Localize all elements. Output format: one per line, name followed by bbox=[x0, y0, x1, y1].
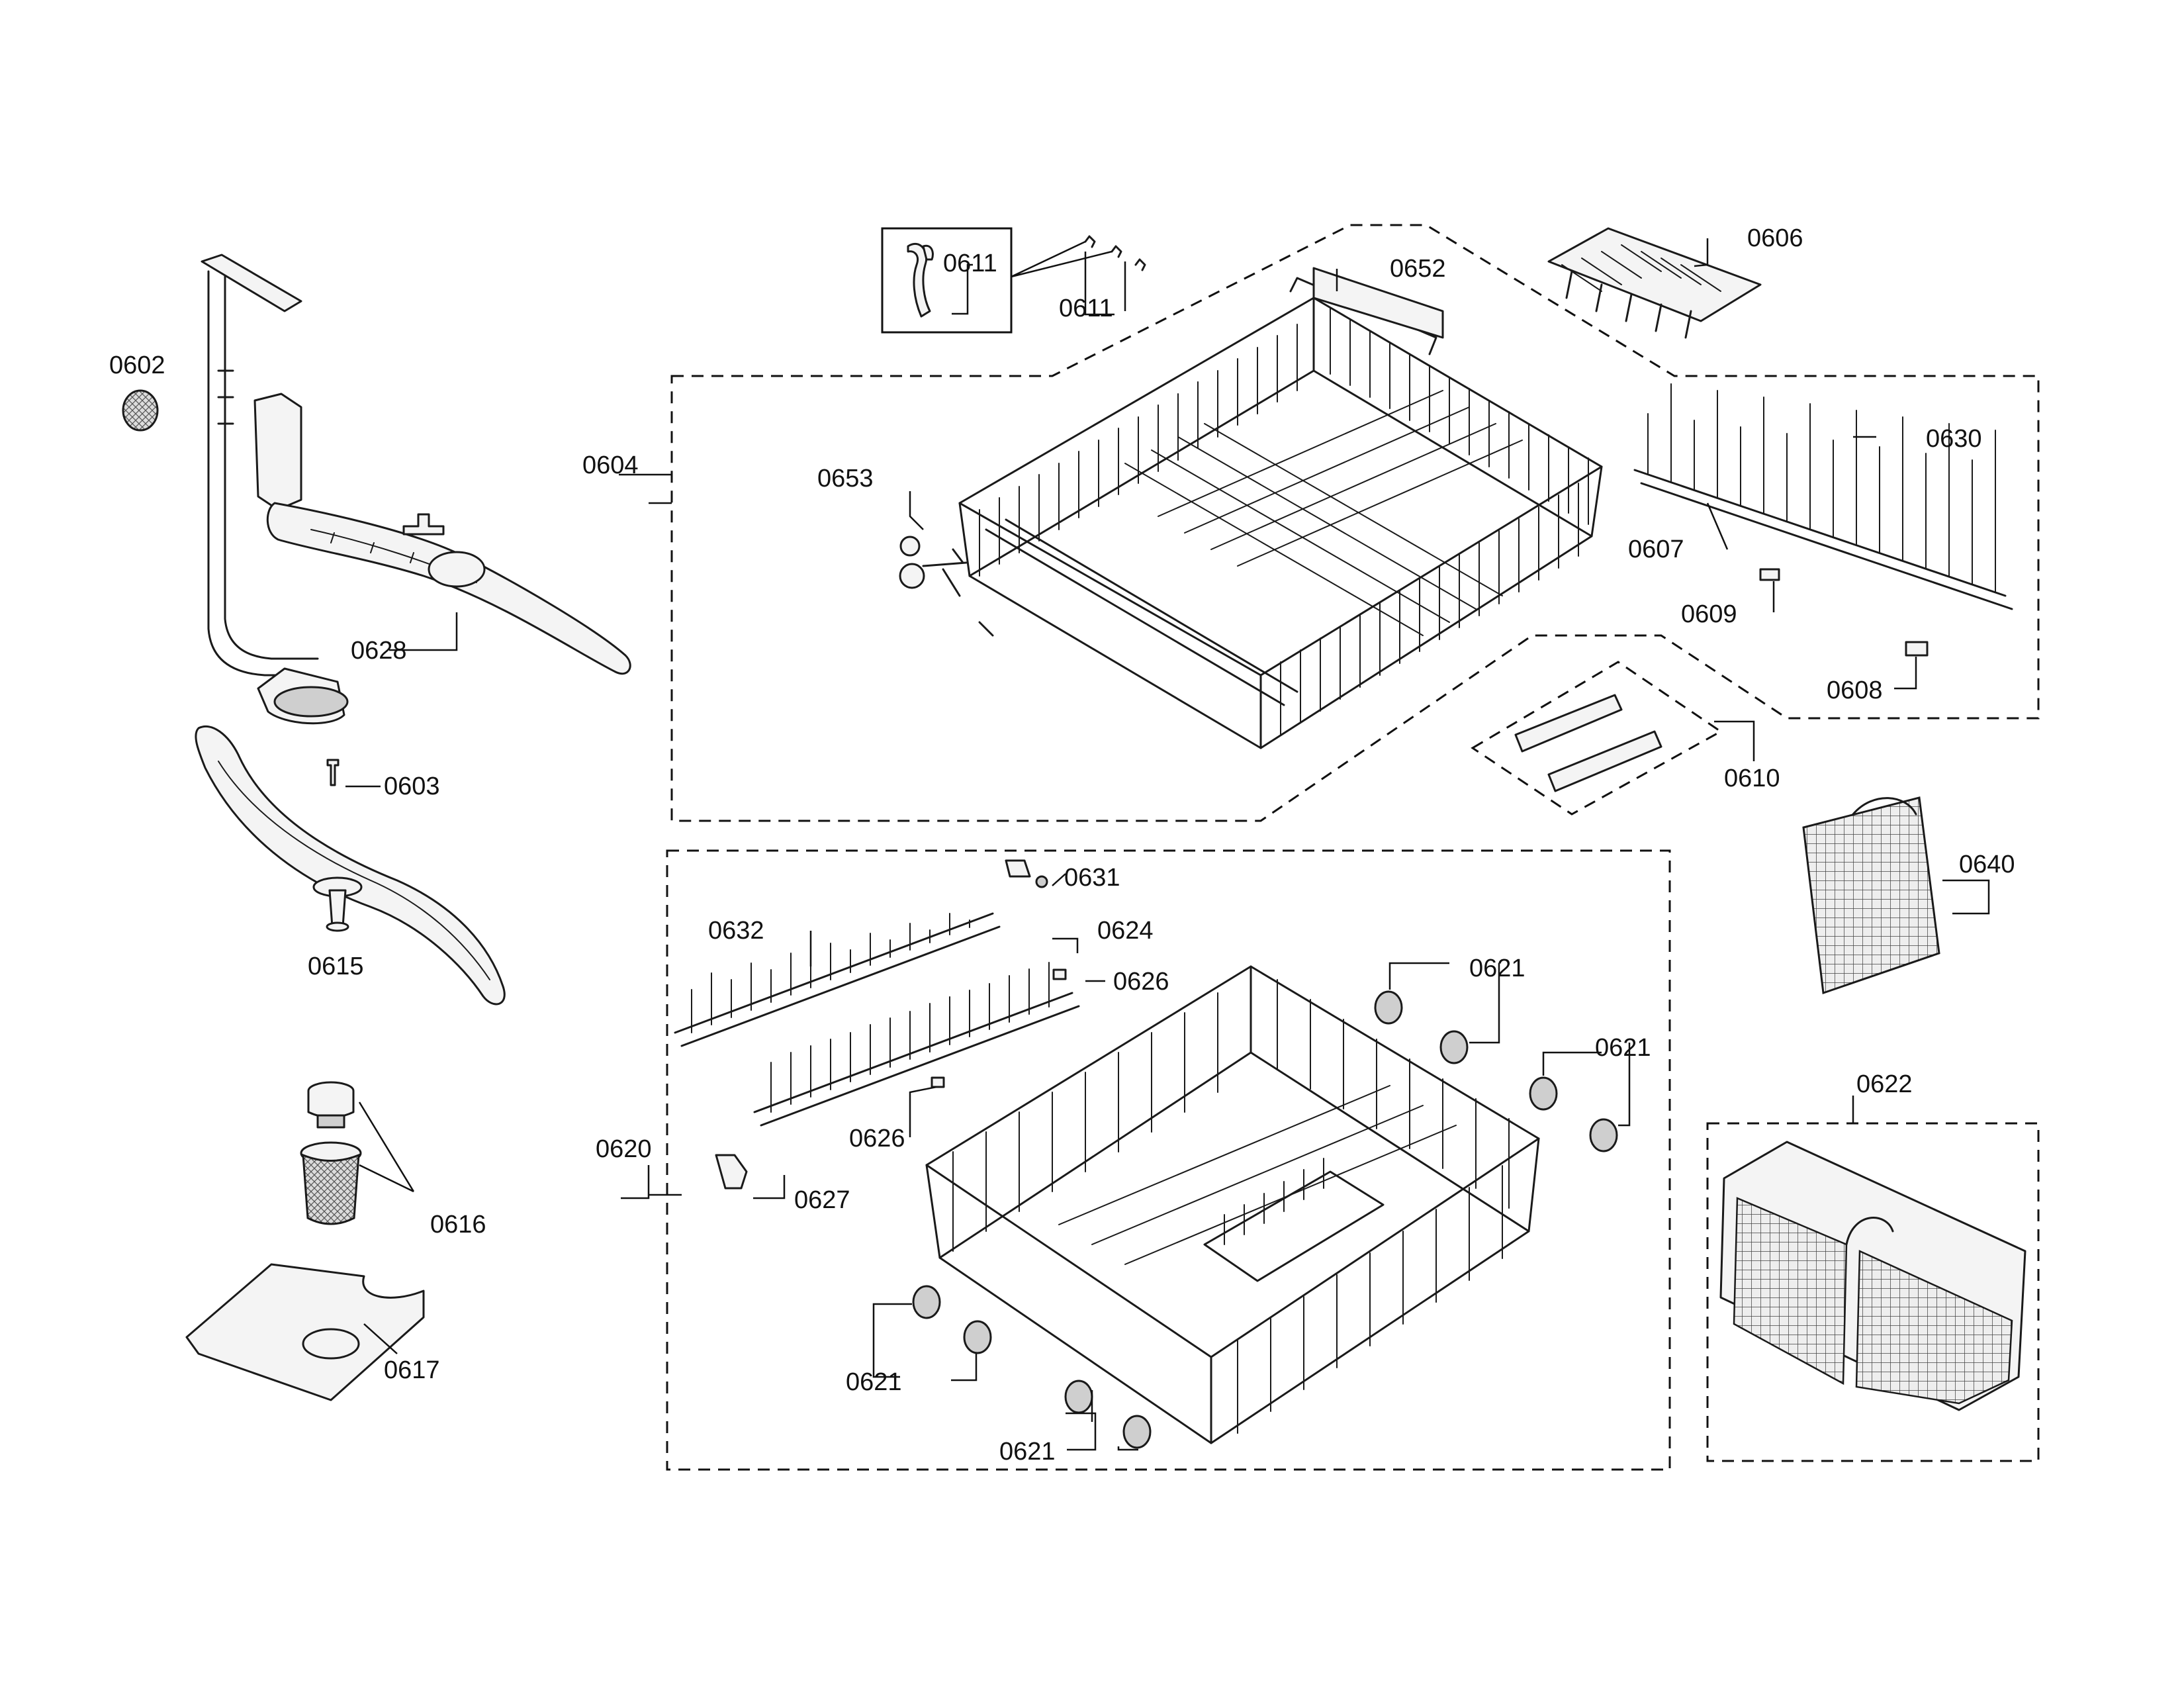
part-0617-filter-plate bbox=[185, 1263, 425, 1401]
cutlery-basket-outline bbox=[1706, 1122, 2040, 1462]
label-0621-top: 0621 bbox=[1469, 955, 1525, 982]
part-0606-cup-shelf bbox=[1547, 227, 1762, 339]
part-labels: 0602 0603 0604 0606 0607 0608 0609 0610 … bbox=[109, 224, 2015, 1466]
part-0628-spray-arm bbox=[201, 254, 631, 725]
part-0627-clip bbox=[715, 1154, 748, 1190]
part-0626-clip-lower bbox=[931, 1076, 945, 1088]
part-0640-mesh-basket bbox=[1802, 796, 1940, 995]
label-0626-upper: 0626 bbox=[1113, 968, 1169, 996]
upper-rack-assembly-outline bbox=[670, 224, 2040, 822]
part-0610-rack-tracks bbox=[1514, 694, 1662, 792]
lower-rack-assembly-outline bbox=[666, 849, 1671, 1471]
label-0626-lower: 0626 bbox=[849, 1125, 905, 1152]
label-0608: 0608 bbox=[1827, 677, 1883, 704]
part-0609-clip bbox=[1759, 568, 1780, 581]
part-0608-clip bbox=[1905, 641, 1929, 657]
label-0632: 0632 bbox=[708, 917, 764, 945]
part-0632-tine-row bbox=[674, 912, 1001, 1047]
clip-parts-0611 bbox=[1084, 235, 1146, 271]
label-0611: 0611 bbox=[1059, 295, 1113, 322]
label-0628: 0628 bbox=[351, 637, 407, 665]
part-0631-clip bbox=[1005, 859, 1048, 888]
label-0620: 0620 bbox=[596, 1135, 652, 1163]
label-0602: 0602 bbox=[109, 352, 165, 379]
label-0621-bottom: 0621 bbox=[999, 1438, 1056, 1466]
label-0621-bottom-left: 0621 bbox=[846, 1368, 902, 1396]
leader-lines bbox=[345, 238, 1990, 1451]
lower-rack-basket bbox=[925, 965, 1540, 1444]
label-0621-right: 0621 bbox=[1595, 1034, 1651, 1062]
label-0607: 0607 bbox=[1628, 536, 1684, 563]
part-0602-cap bbox=[122, 389, 159, 432]
label-0617: 0617 bbox=[384, 1356, 440, 1384]
label-0606: 0606 bbox=[1747, 224, 1803, 252]
label-0631: 0631 bbox=[1064, 864, 1120, 892]
clip-inset bbox=[881, 227, 1013, 334]
label-0653: 0653 bbox=[817, 465, 874, 492]
part-0630-tine-row bbox=[1633, 383, 2013, 610]
label-0611-inset: 0611 bbox=[943, 250, 997, 277]
label-0622: 0622 bbox=[1856, 1070, 1913, 1098]
upper-rack-basket bbox=[899, 267, 1603, 749]
label-0615: 0615 bbox=[308, 953, 364, 980]
label-0616: 0616 bbox=[430, 1211, 486, 1239]
part-0616-filter-set bbox=[300, 1081, 362, 1225]
label-0603: 0603 bbox=[384, 773, 440, 800]
label-0604: 0604 bbox=[582, 451, 639, 479]
label-0640: 0640 bbox=[1959, 851, 2015, 878]
label-0652: 0652 bbox=[1390, 255, 1446, 283]
part-0615-lower-spray-arm bbox=[195, 725, 506, 1006]
label-0624: 0624 bbox=[1097, 917, 1154, 945]
label-0609: 0609 bbox=[1681, 600, 1737, 628]
label-0610: 0610 bbox=[1724, 765, 1780, 792]
part-0626-clip-upper bbox=[1052, 968, 1067, 980]
part-0603-screw bbox=[326, 759, 340, 786]
label-0627: 0627 bbox=[794, 1186, 850, 1214]
part-0624-tine-row bbox=[753, 962, 1080, 1127]
part-0621-wheels bbox=[912, 990, 1618, 1449]
rack-track-group-outline bbox=[1471, 661, 1723, 816]
label-0630: 0630 bbox=[1926, 425, 1982, 453]
part-0622-cutlery-basket bbox=[1719, 1141, 2026, 1411]
